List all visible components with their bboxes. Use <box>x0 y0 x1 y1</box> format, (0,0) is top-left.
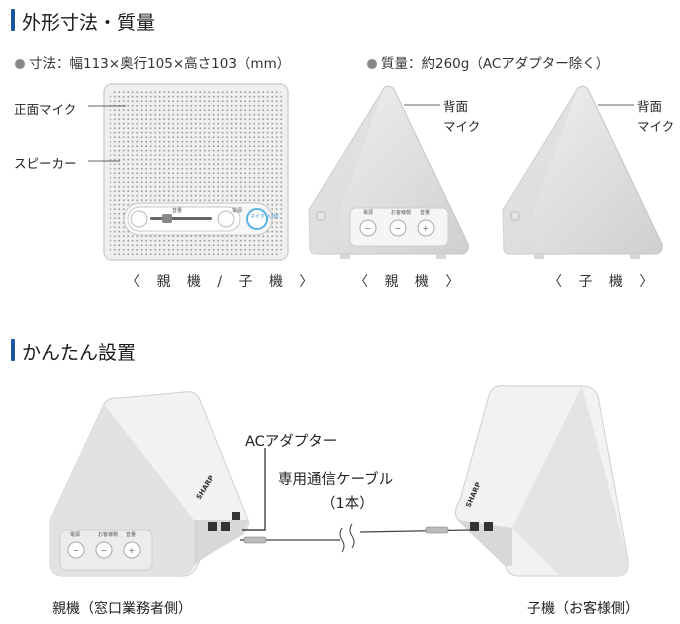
volume-label-parent: 音量 <box>420 209 430 216</box>
power-label-setup: 電源 <box>70 531 80 538</box>
caption-child-setup: 子機（お客様側） <box>527 601 639 617</box>
caption-front-view: 〈 親 機 / 子 機 〉 <box>126 274 320 290</box>
power-label-parent: 電源 <box>363 209 373 216</box>
spec-dimensions: 寸法：幅113×奥行105×高さ103（mm） <box>15 52 290 72</box>
front-view-device: 音量 電源 マイク 入/切 <box>88 83 289 261</box>
parent-side-view: − − + 電源 お客様側 音量 <box>308 85 469 259</box>
svg-text:−: − <box>365 224 372 233</box>
ac-adapter-label: ACアダプター <box>245 434 338 450</box>
bullet-dot-icon <box>367 59 377 69</box>
caption-child-side: 〈 子 機 〉 <box>548 274 660 290</box>
svg-text:+: + <box>423 224 430 233</box>
section-marker <box>11 9 15 31</box>
section-title-setup: かんたん設置 <box>22 342 137 364</box>
svg-text:−: − <box>101 546 108 555</box>
spec-weight: 質量：約260g（ACアダプター除く） <box>367 52 609 72</box>
section-marker <box>11 339 15 361</box>
child-back-mic-label: 背面マイク <box>637 99 675 134</box>
caption-parent-side: 〈 親 機 〉 <box>354 274 466 290</box>
bullet-dot-icon <box>15 59 25 69</box>
volume-label-setup: 音量 <box>126 531 136 538</box>
speaker-label: スピーカー <box>14 156 77 171</box>
cable-label: 専用通信ケーブル <box>278 472 394 488</box>
customer-call-label-setup: お客様側 <box>98 531 118 538</box>
svg-text:+: + <box>129 546 136 555</box>
power-label-front: 電源 <box>232 207 242 214</box>
vol-label-front: 音量 <box>172 207 182 214</box>
parent-back-mic-label: 背面マイク <box>443 99 481 134</box>
customer-call-label: お客様側 <box>391 209 411 216</box>
caption-parent-setup: 親機（窓口業務者側） <box>52 601 192 617</box>
cable-count-label: （1本） <box>321 496 374 512</box>
front-mic-label: 正面マイク <box>14 102 77 117</box>
mic-button-label: マイク 入/切 <box>250 213 278 220</box>
child-side-view <box>502 85 663 259</box>
svg-text:−: − <box>395 224 402 233</box>
svg-text:−: − <box>73 546 80 555</box>
section-title-dimensions: 外形寸法・質量 <box>22 12 156 34</box>
